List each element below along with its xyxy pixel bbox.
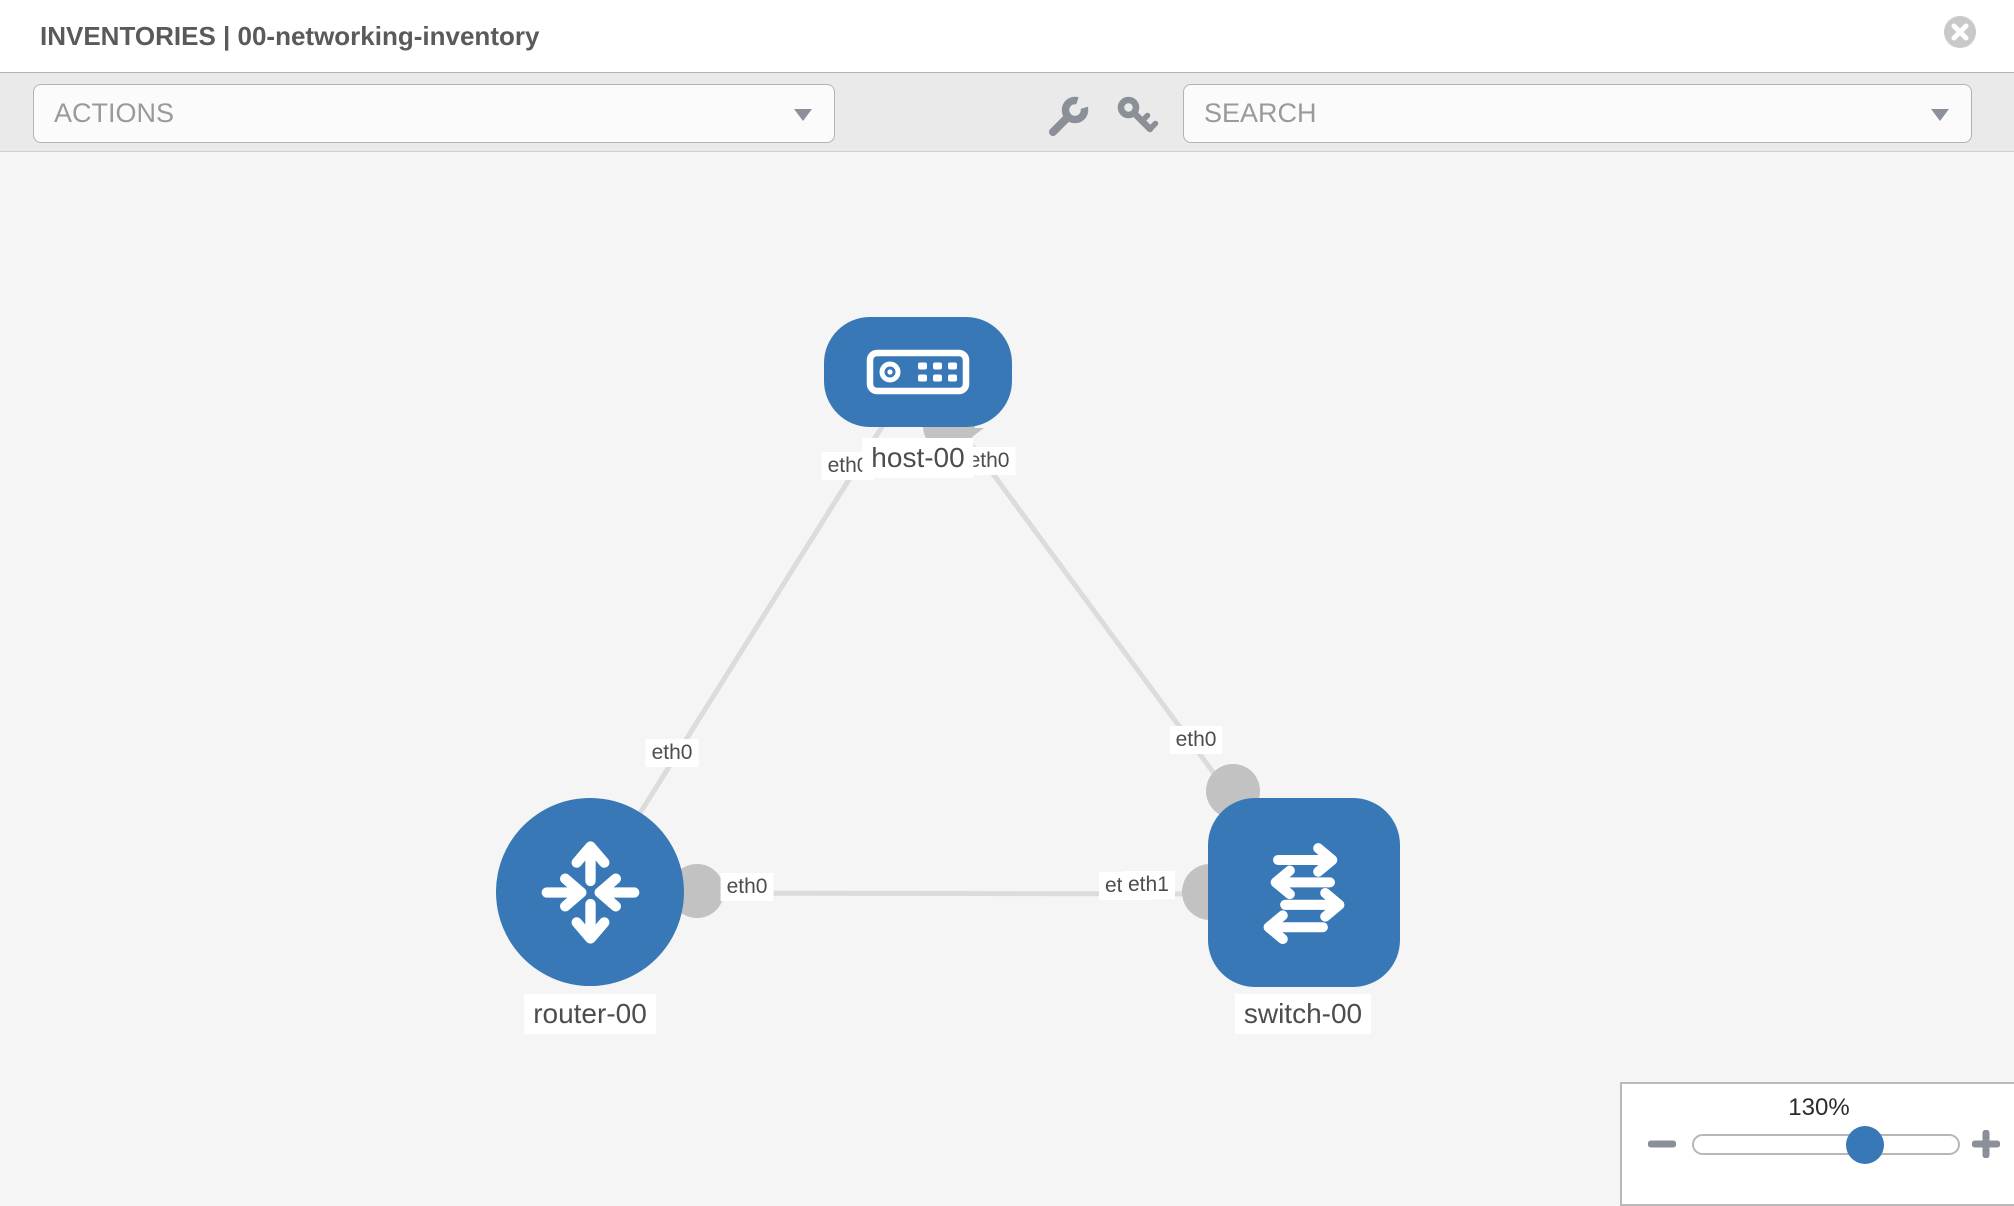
zoom-out-button[interactable]: [1648, 1130, 1676, 1158]
zoom-level-label: 130%: [1622, 1094, 2014, 1122]
iface-label-router-to-switch: eth0: [721, 873, 774, 901]
chevron-down-icon: [794, 109, 812, 121]
server-icon: [866, 349, 970, 395]
key-icon: [1115, 95, 1159, 139]
node-host-00[interactable]: [824, 317, 1012, 427]
node-router-00[interactable]: [496, 798, 684, 986]
node-label-router: router-00: [524, 994, 656, 1034]
zoom-slider-thumb[interactable]: [1846, 1126, 1884, 1164]
node-label-host: host-00: [862, 438, 973, 478]
configure-button[interactable]: [1046, 95, 1090, 139]
chevron-down-icon: [1931, 109, 1949, 121]
search-dropdown-label: SEARCH: [1204, 85, 1317, 142]
search-dropdown[interactable]: SEARCH: [1183, 84, 1972, 143]
switch-arrows-icon: [1245, 834, 1363, 952]
toolbar: ACTIONS SEARCH: [0, 72, 2014, 152]
iface-label-switch-to-host: eth0: [1170, 726, 1223, 754]
iface-label-router-to-host: eth0: [646, 739, 699, 767]
router-arrows-icon: [533, 835, 648, 950]
zoom-panel: 130%: [1620, 1082, 2014, 1206]
wrench-icon: [1046, 95, 1090, 139]
node-label-switch: switch-00: [1235, 994, 1371, 1034]
zoom-slider-track[interactable]: [1692, 1134, 1960, 1155]
credentials-button[interactable]: [1115, 95, 1159, 139]
iface-label-switch-to-router: eth1: [1122, 871, 1175, 899]
node-switch-00[interactable]: [1208, 798, 1400, 987]
header: INVENTORIES | 00-networking-inventory: [0, 0, 2014, 72]
actions-dropdown[interactable]: ACTIONS: [33, 84, 835, 143]
actions-dropdown-label: ACTIONS: [54, 85, 174, 142]
plus-icon: [1972, 1130, 2000, 1158]
minus-icon: [1648, 1130, 1676, 1158]
close-icon: [1944, 16, 1976, 48]
page-title: INVENTORIES | 00-networking-inventory: [40, 0, 539, 72]
close-button[interactable]: [1944, 16, 1976, 48]
zoom-in-button[interactable]: [1972, 1130, 2000, 1158]
